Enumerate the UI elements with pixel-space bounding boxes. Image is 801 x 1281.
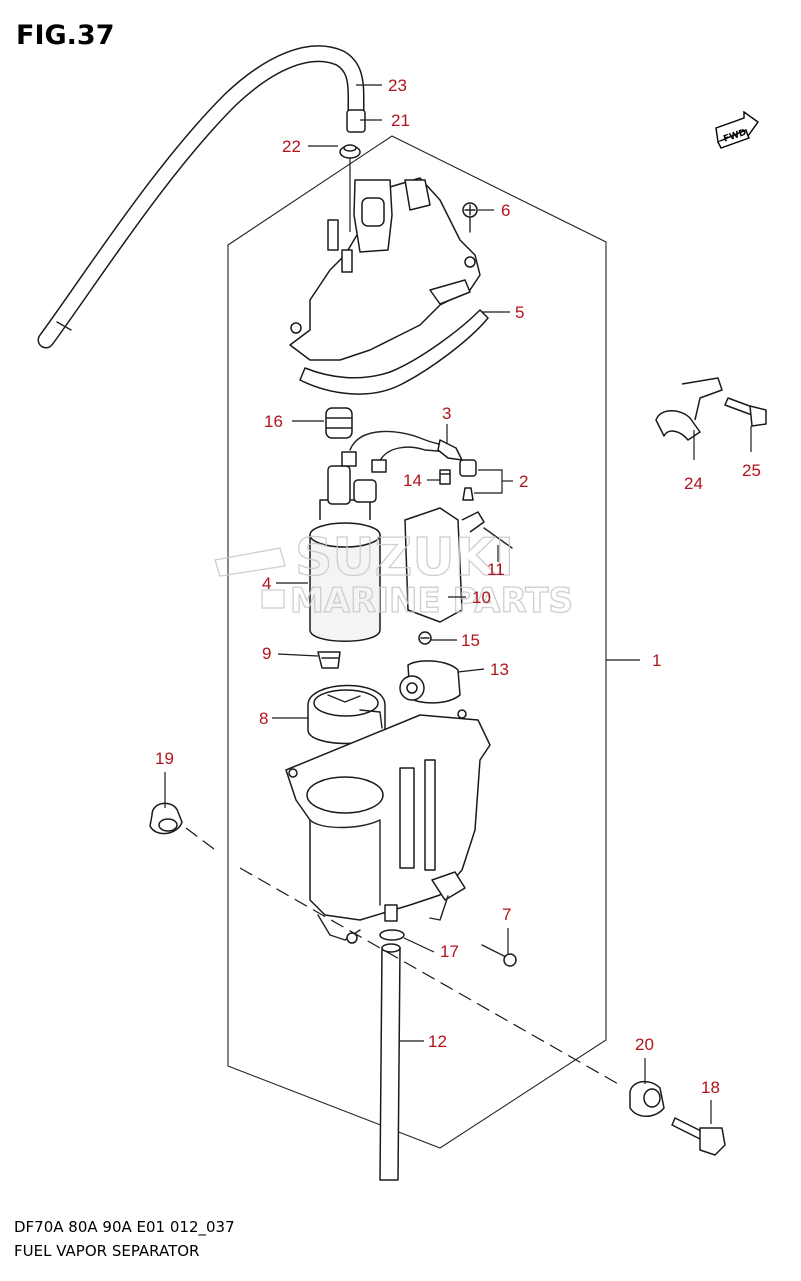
caption-title: FUEL VAPOR SEPARATOR	[14, 1242, 199, 1260]
pump-holder-8	[307, 684, 386, 745]
watermark-line2: MARINE PARTS	[290, 581, 573, 621]
callout-15: 15	[461, 631, 480, 650]
callout-6: 6	[501, 201, 510, 220]
callout-22: 22	[282, 137, 301, 156]
callout-4: 4	[262, 574, 271, 593]
filter-9	[317, 651, 341, 669]
watermark-line1: SUZUKI	[295, 528, 514, 588]
callout-25: 25	[742, 461, 761, 480]
callout-20: 20	[635, 1035, 654, 1054]
callout-18: 18	[701, 1078, 720, 1097]
separator-body	[285, 709, 491, 944]
callout-16: 16	[264, 412, 283, 431]
callout-11: 11	[487, 560, 505, 579]
figure-label: FIG.37	[16, 20, 114, 51]
cover-10	[404, 507, 485, 623]
callout-23: 23	[388, 76, 407, 95]
pressure-regulator-13	[399, 660, 461, 704]
clamp-22	[339, 144, 361, 159]
grommet-20	[629, 1080, 665, 1117]
callouts: 23 21 22 6 5 16 3 14 2 11 4 10 15 1 9 13…	[155, 76, 761, 1097]
clip-17	[379, 929, 405, 941]
screw-7	[481, 944, 517, 967]
callout-21: 21	[391, 111, 410, 130]
watermark: SUZUKI MARINE PARTS	[214, 527, 574, 622]
hose-12	[379, 943, 401, 1181]
nipple	[384, 904, 398, 922]
callout-24: 24	[684, 474, 703, 493]
screw-15	[418, 631, 432, 645]
wire-11	[483, 527, 513, 549]
callout-3: 3	[442, 404, 451, 423]
grommet-16	[325, 407, 353, 439]
leader-lines	[164, 84, 752, 1124]
callout-12: 12	[428, 1032, 447, 1051]
grommet-19	[149, 802, 183, 835]
callout-19: 19	[155, 749, 174, 768]
callout-2: 2	[519, 472, 528, 491]
callout-7: 7	[502, 905, 511, 924]
callout-13: 13	[490, 660, 509, 679]
bolt-25	[724, 397, 767, 427]
clamp-24	[655, 377, 723, 441]
callout-5: 5	[515, 303, 524, 322]
bolt-18	[671, 1117, 726, 1156]
fwd-arrow-icon: FWD	[715, 110, 759, 149]
assembly-outline	[227, 135, 607, 1149]
callout-1: 1	[652, 651, 661, 670]
fuel-pump-4	[309, 451, 387, 642]
callout-14: 14	[403, 471, 422, 490]
screw-6	[462, 202, 478, 233]
caption-model-line: DF70A 80A 90A E01 012_037	[14, 1218, 235, 1237]
callout-10: 10	[472, 588, 491, 607]
callout-9: 9	[262, 644, 271, 663]
terminal-3	[437, 439, 463, 461]
cover-5	[289, 177, 489, 395]
callout-17: 17	[440, 942, 459, 961]
screw-14	[439, 469, 451, 485]
nut-2	[459, 459, 477, 501]
hose-23	[37, 45, 366, 349]
callout-8: 8	[259, 709, 268, 728]
